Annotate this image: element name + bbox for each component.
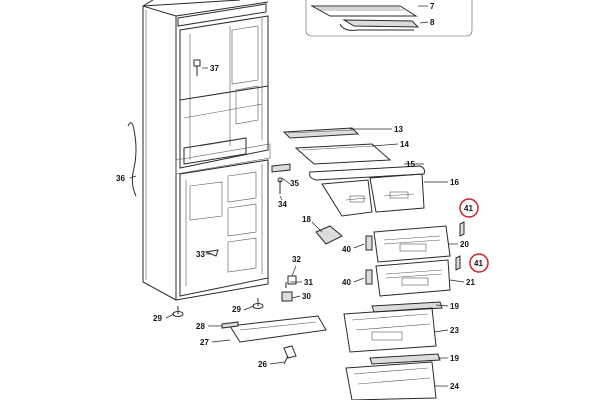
callout-14: 14 — [400, 140, 409, 149]
part-13-shelf-frame — [282, 127, 360, 139]
callout-23: 23 — [450, 326, 459, 335]
callout-27: 27 — [200, 338, 209, 347]
callout-21: 21 — [466, 278, 475, 287]
part-37-screw — [193, 59, 201, 76]
callout-labels: 7 8 13 14 15 16 18 20 21 19 23 19 24 40 … — [116, 2, 483, 391]
part-33-clip — [204, 249, 219, 257]
part-29-foot-left — [172, 306, 184, 317]
part-34-screw — [277, 177, 283, 194]
callout-16: 16 — [450, 178, 459, 187]
callout-15: 15 — [406, 160, 415, 169]
callout-20: 20 — [460, 240, 469, 249]
callout-35: 35 — [290, 179, 299, 188]
fridge-cabinet — [142, 0, 271, 301]
part-21-freezer-drawer — [375, 259, 451, 297]
part-41-pin-lower — [455, 255, 461, 271]
part-35-hinge — [271, 163, 291, 173]
part-27-kickplate — [229, 315, 327, 343]
part-24-drawer — [345, 361, 437, 400]
part-36-drain-cable — [127, 122, 137, 197]
part-23-drawer — [343, 307, 437, 353]
part-28-strip — [221, 321, 239, 329]
callout-31: 31 — [304, 278, 313, 287]
callout-41-lower: 41 — [474, 259, 483, 268]
part-18-flap — [315, 225, 343, 245]
part-16-crisper-drawers — [321, 173, 425, 217]
part-41-pin-upper — [459, 221, 465, 237]
callout-37: 37 — [210, 64, 219, 73]
part-20-freezer-drawer — [373, 225, 451, 263]
part-40-bracket-lower — [365, 269, 373, 285]
part-32-small-cover — [287, 275, 297, 285]
callout-8: 8 — [430, 18, 435, 27]
highlight-circle-41-lower — [469, 253, 489, 273]
callout-40-upper: 40 — [342, 245, 351, 254]
callout-7: 7 — [430, 2, 435, 11]
callout-33: 33 — [196, 250, 205, 259]
callout-40-lower: 40 — [342, 278, 351, 287]
callout-29-right: 29 — [232, 305, 241, 314]
callout-19-lower: 19 — [450, 354, 459, 363]
part-19-drawer-front-lower — [369, 353, 441, 365]
callout-30: 30 — [302, 292, 311, 301]
part-14-glass-shelf — [294, 143, 392, 165]
part-30-block — [281, 291, 293, 302]
callout-34: 34 — [278, 200, 287, 209]
callout-19-upper: 19 — [450, 302, 459, 311]
part-26-foot — [283, 345, 297, 365]
part-15-crisper-cover — [309, 165, 425, 181]
callout-32: 32 — [292, 255, 301, 264]
callout-18: 18 — [302, 215, 311, 224]
callout-41-upper: 41 — [464, 204, 473, 213]
top-inset-box — [305, 0, 473, 37]
highlight-circle-41-upper — [459, 198, 479, 218]
callout-26: 26 — [258, 360, 267, 369]
callout-29-left: 29 — [153, 314, 162, 323]
callout-24: 24 — [450, 382, 459, 391]
part-29-foot-right — [252, 298, 264, 309]
part-40-bracket-upper — [365, 235, 373, 251]
part-8-shelf-trim — [339, 19, 420, 31]
callout-28: 28 — [196, 322, 205, 331]
callout-36: 36 — [116, 174, 125, 183]
leader-lines — [129, 5, 465, 387]
part-7-glass-shelf — [310, 5, 418, 17]
callout-13: 13 — [394, 125, 403, 134]
part-19-drawer-front-upper — [371, 301, 443, 313]
